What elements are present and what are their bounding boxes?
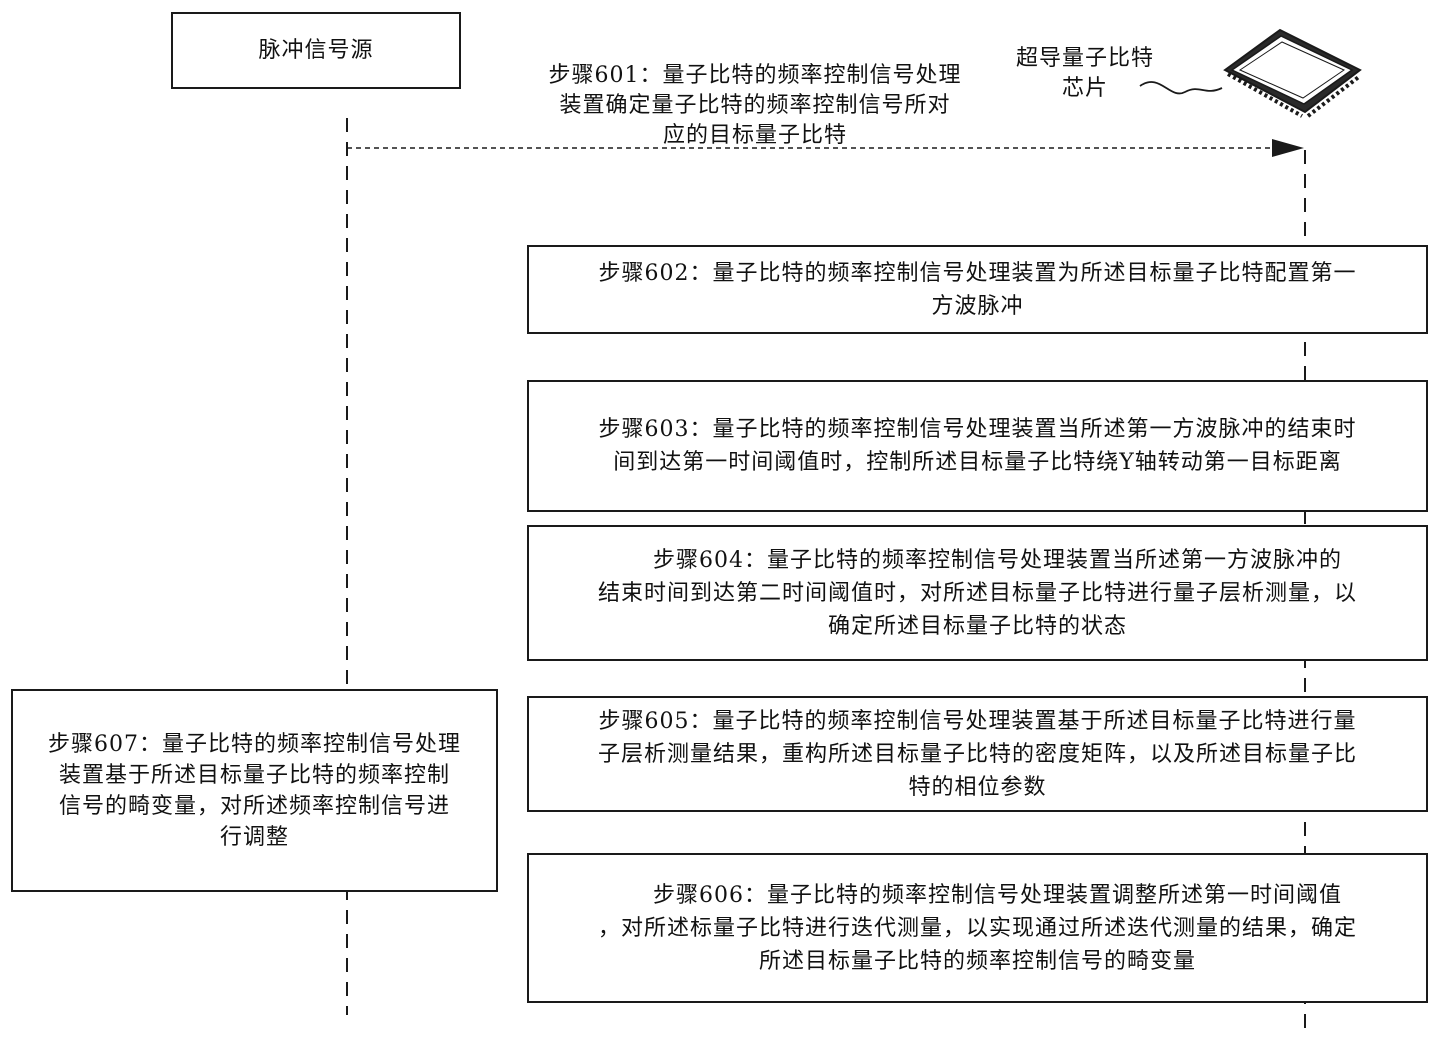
- step-607-line: 步骤607：量子比特的频率控制信号处理: [48, 731, 461, 757]
- step-602-line: 方波脉冲: [931, 293, 1024, 319]
- step-606-line: 所述目标量子比特的频率控制信号的畸变量: [758, 948, 1196, 974]
- step-602-line: 步骤602：量子比特的频率控制信号处理装置为所述目标量子比特配置第一: [598, 260, 1357, 286]
- step-601-line: 步骤601：量子比特的频率控制信号处理: [548, 63, 962, 88]
- chip-label-line: 芯片: [1061, 76, 1108, 101]
- step-605-line: 子层析测量结果，重构所述目标量子比特的密度矩阵，以及所述目标量子比: [597, 741, 1357, 767]
- pulse-source-box: 脉冲信号源: [171, 12, 461, 89]
- step-605-box: 步骤605：量子比特的频率控制信号处理装置基于所述目标量子比特进行量 子层析测量…: [527, 696, 1428, 812]
- step-607-line: 行调整: [219, 824, 289, 850]
- step-604-box: 步骤604：量子比特的频率控制信号处理装置当所述第一方波脉冲的 结束时间到达第二…: [527, 525, 1428, 661]
- step-605-line: 特的相位参数: [908, 774, 1047, 800]
- step-603-line: 步骤603：量子比特的频率控制信号处理装置当所述第一方波脉冲的结束时: [598, 417, 1357, 442]
- step-607-box: 步骤607：量子比特的频率控制信号处理 装置基于所述目标量子比特的频率控制 信号…: [11, 689, 498, 892]
- step-606-line: 步骤606：量子比特的频率控制信号处理装置调整所述第一时间阈值: [653, 882, 1342, 908]
- step-603-line: 间到达第一时间阈值时，控制所述目标量子比特绕Y轴转动第一目标距离: [613, 450, 1342, 475]
- chip-leader-line: [1139, 81, 1223, 95]
- step-603-box: 步骤603：量子比特的频率控制信号处理装置当所述第一方波脉冲的结束时 间到达第一…: [527, 380, 1428, 512]
- step-601-text: 步骤601：量子比特的频率控制信号处理 装置确定量子比特的频率控制信号所对 应的…: [515, 61, 995, 151]
- chip-icon: [1223, 28, 1362, 118]
- step-601-line: 装置确定量子比特的频率控制信号所对: [559, 93, 951, 118]
- step-607-line: 信号的畸变量，对所述频率控制信号进: [58, 793, 450, 819]
- step-601-line: 应的目标量子比特: [662, 123, 847, 148]
- step-605-line: 步骤605：量子比特的频率控制信号处理装置基于所述目标量子比特进行量: [598, 708, 1357, 734]
- step-604-line: 确定所述目标量子比特的状态: [827, 613, 1127, 639]
- step-604-line: 结束时间到达第二时间阈值时，对所述目标量子比特进行量子层析测量，以: [597, 580, 1357, 606]
- step-602-box: 步骤602：量子比特的频率控制信号处理装置为所述目标量子比特配置第一 方波脉冲: [527, 245, 1428, 334]
- chip-label-line: 超导量子比特: [1015, 46, 1154, 71]
- step-604-line: 步骤604：量子比特的频率控制信号处理装置当所述第一方波脉冲的: [653, 547, 1342, 573]
- step-606-box: 步骤606：量子比特的频率控制信号处理装置调整所述第一时间阈值 ，对所述标量子比…: [527, 853, 1428, 1003]
- arrowhead-icon: [1272, 139, 1304, 157]
- chip-label: 超导量子比特 芯片: [1000, 44, 1170, 104]
- pulse-source-label: 脉冲信号源: [258, 38, 374, 63]
- step-607-line: 装置基于所述目标量子比特的频率控制: [58, 762, 450, 788]
- step-606-line: ，对所述标量子比特进行迭代测量，以实现通过所述迭代测量的结果，确定: [597, 915, 1357, 941]
